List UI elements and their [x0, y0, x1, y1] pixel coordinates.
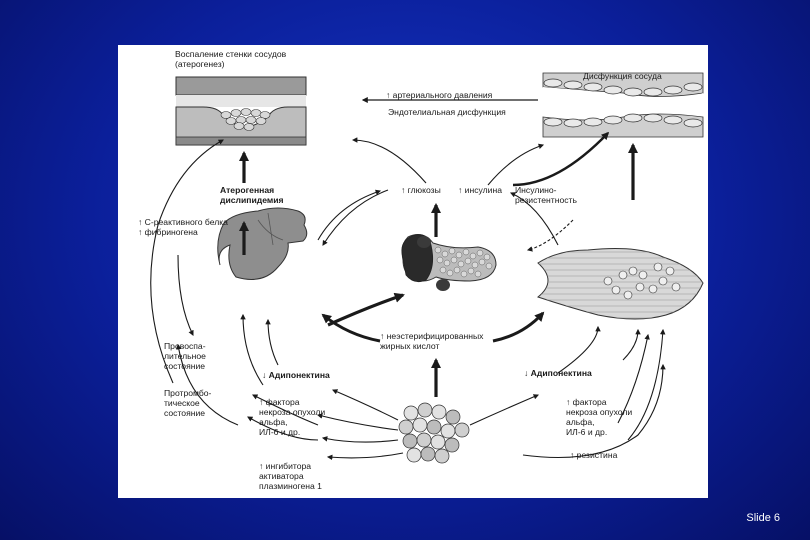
- bold-arrows: [238, 142, 639, 397]
- label-insulin-resistance: Инсулино- резистентность: [515, 185, 577, 205]
- arrow-nefa-to-muscle: [492, 311, 545, 343]
- slide-number: Slide 6: [746, 512, 780, 524]
- label-vessel-inflammation: Воспаление стенки сосудов (атерогенез): [175, 49, 287, 69]
- label-glucose: ↑ глюкозы: [401, 185, 441, 195]
- label-vessel-dysfunction: Дисфункция сосуда: [583, 71, 662, 81]
- label-endothelial-dysfunction: Эндотелиальная дисфункция: [388, 107, 506, 117]
- label-tnf-left: ↑ фактора некроза опухоли альфа, ИЛ-6 и …: [259, 397, 326, 437]
- dysfunctional-vessel-illustration: [542, 72, 704, 138]
- label-resistin: ↑ резистина: [570, 450, 618, 460]
- muscle-illustration: [536, 248, 704, 320]
- arrow-nefa-to-liver: [321, 313, 381, 343]
- label-pai1: ↑ ингибитора активатора плазминогена 1: [259, 461, 322, 491]
- label-nefa: ↑ неэстерифицированных жирных кислот: [380, 331, 484, 351]
- pancreas-illustration: [401, 234, 497, 291]
- label-insulin: ↑ инсулина: [458, 185, 502, 195]
- label-crp-fibrinogen: ↑ С-реактивного белка ↑ фибриногена: [138, 217, 228, 237]
- adipose-tissue-illustration: [398, 402, 470, 464]
- label-arterial-pressure: ↑ артериального давления: [386, 90, 493, 100]
- muscle-fat-droplets: [603, 262, 681, 300]
- label-prothrombotic: Протромбо- тическое состояние: [164, 388, 212, 418]
- endothelial-cells: [543, 78, 703, 128]
- label-adiponectin-left: ↓ Адипонектина: [262, 370, 330, 380]
- label-adiponectin-right: ↓ Адипонектина: [524, 368, 592, 378]
- artery-plaque-illustration: [175, 76, 307, 146]
- pancreas-lobules: [434, 246, 493, 278]
- diagram-panel: Воспаление стенки сосудов (атерогенез) Д…: [118, 45, 708, 498]
- label-proinflammatory: Провоспа- лительное состояние: [164, 341, 206, 371]
- plaque-cells: [220, 108, 271, 131]
- label-atherogenic-dyslipidemia: Атерогенная дислипидемия: [220, 185, 284, 205]
- thin-arrows: [150, 131, 666, 461]
- label-tnf-right: ↑ фактора некроза опухоли альфа, ИЛ-6 и …: [566, 397, 633, 437]
- diagram-canvas: [150, 72, 704, 464]
